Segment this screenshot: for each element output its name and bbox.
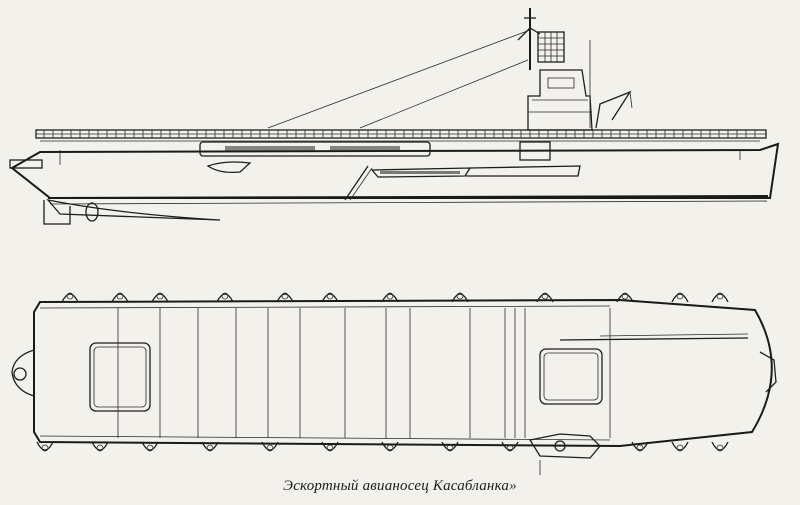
gun-mount-bottom (446, 444, 454, 452)
sponson-top (451, 293, 469, 303)
sponson-bottom (261, 441, 279, 451)
stern-platform (9, 159, 43, 169)
island-plan (528, 433, 601, 459)
gun-mount-bottom (146, 444, 154, 452)
sponson-top (151, 293, 169, 303)
gun-mount-top (621, 292, 629, 300)
catapult-track (559, 337, 749, 341)
rigging-stay (267, 29, 531, 129)
gun-mount-bottom (41, 444, 49, 452)
gun-mount-top (716, 292, 724, 300)
island (527, 69, 593, 131)
gun-mount-top (386, 292, 394, 300)
boat-aft (206, 161, 252, 174)
stern-ramp (11, 349, 35, 397)
sponson-bottom (321, 441, 339, 451)
accommodation-ladder (344, 165, 369, 201)
sponson-bottom (91, 441, 109, 451)
gun-mount-top (116, 292, 124, 300)
aft-elevator (89, 342, 151, 412)
gun-mount-top (221, 292, 229, 300)
forward-elevator (539, 348, 603, 405)
gun-mount-top (456, 292, 464, 300)
sponson-bottom (36, 441, 54, 451)
boot-topping (49, 200, 768, 205)
sponson-bottom (381, 441, 399, 451)
deck-panel-seams (117, 308, 611, 438)
keel-line (47, 195, 769, 199)
gun-mount-bottom (326, 444, 334, 452)
sponson-bottom (501, 441, 519, 451)
gun-mount-top (676, 292, 684, 300)
gun-mount-top (541, 292, 549, 300)
gun-mount-bottom (676, 444, 684, 452)
sponson-bottom (141, 441, 159, 451)
boat-mid (370, 167, 472, 178)
propeller (85, 202, 99, 222)
sponson-top (276, 293, 294, 303)
sponson-top (671, 293, 689, 303)
sponson-top (321, 293, 339, 303)
gun-mount-top (326, 292, 334, 300)
sponson-top (616, 293, 634, 303)
gun-mount-top (66, 292, 74, 300)
sponson-bottom (671, 441, 689, 451)
gun-mount-bottom (206, 444, 214, 452)
deck-outline (33, 298, 773, 448)
gun-mount-bottom (386, 444, 394, 452)
bow-tip (759, 351, 777, 393)
sponson-bottom (441, 441, 459, 451)
island-base (519, 141, 551, 161)
gun-mount-bottom (266, 444, 274, 452)
sponson-top (711, 293, 729, 303)
gun-mount-bottom (96, 444, 104, 452)
sponson-bottom (201, 441, 219, 451)
deck-edge-inner (39, 305, 611, 309)
gun-mount-bottom (716, 444, 724, 452)
hangar-gallery (199, 141, 431, 157)
sponson-bottom (711, 441, 729, 451)
flight-deck-plan-view (11, 292, 777, 475)
sponson-top (111, 293, 129, 303)
gun-mount-bottom (636, 444, 644, 452)
deck-edge-supports (43, 130, 756, 138)
sponson-top (381, 293, 399, 303)
sponson-top (61, 293, 79, 303)
gun-mount-top (156, 292, 164, 300)
gun-mount-bottom (506, 444, 514, 452)
figure-caption: Эскортный авианосец Касабланка» (283, 478, 517, 494)
sponson-top (536, 293, 554, 303)
crane (595, 90, 632, 129)
rudder (43, 200, 71, 225)
gun-sponsons (36, 292, 729, 452)
side-profile-view (9, 8, 780, 225)
sponson-top (216, 293, 234, 303)
sponson-bottom (631, 441, 649, 451)
gun-mount-top (281, 292, 289, 300)
